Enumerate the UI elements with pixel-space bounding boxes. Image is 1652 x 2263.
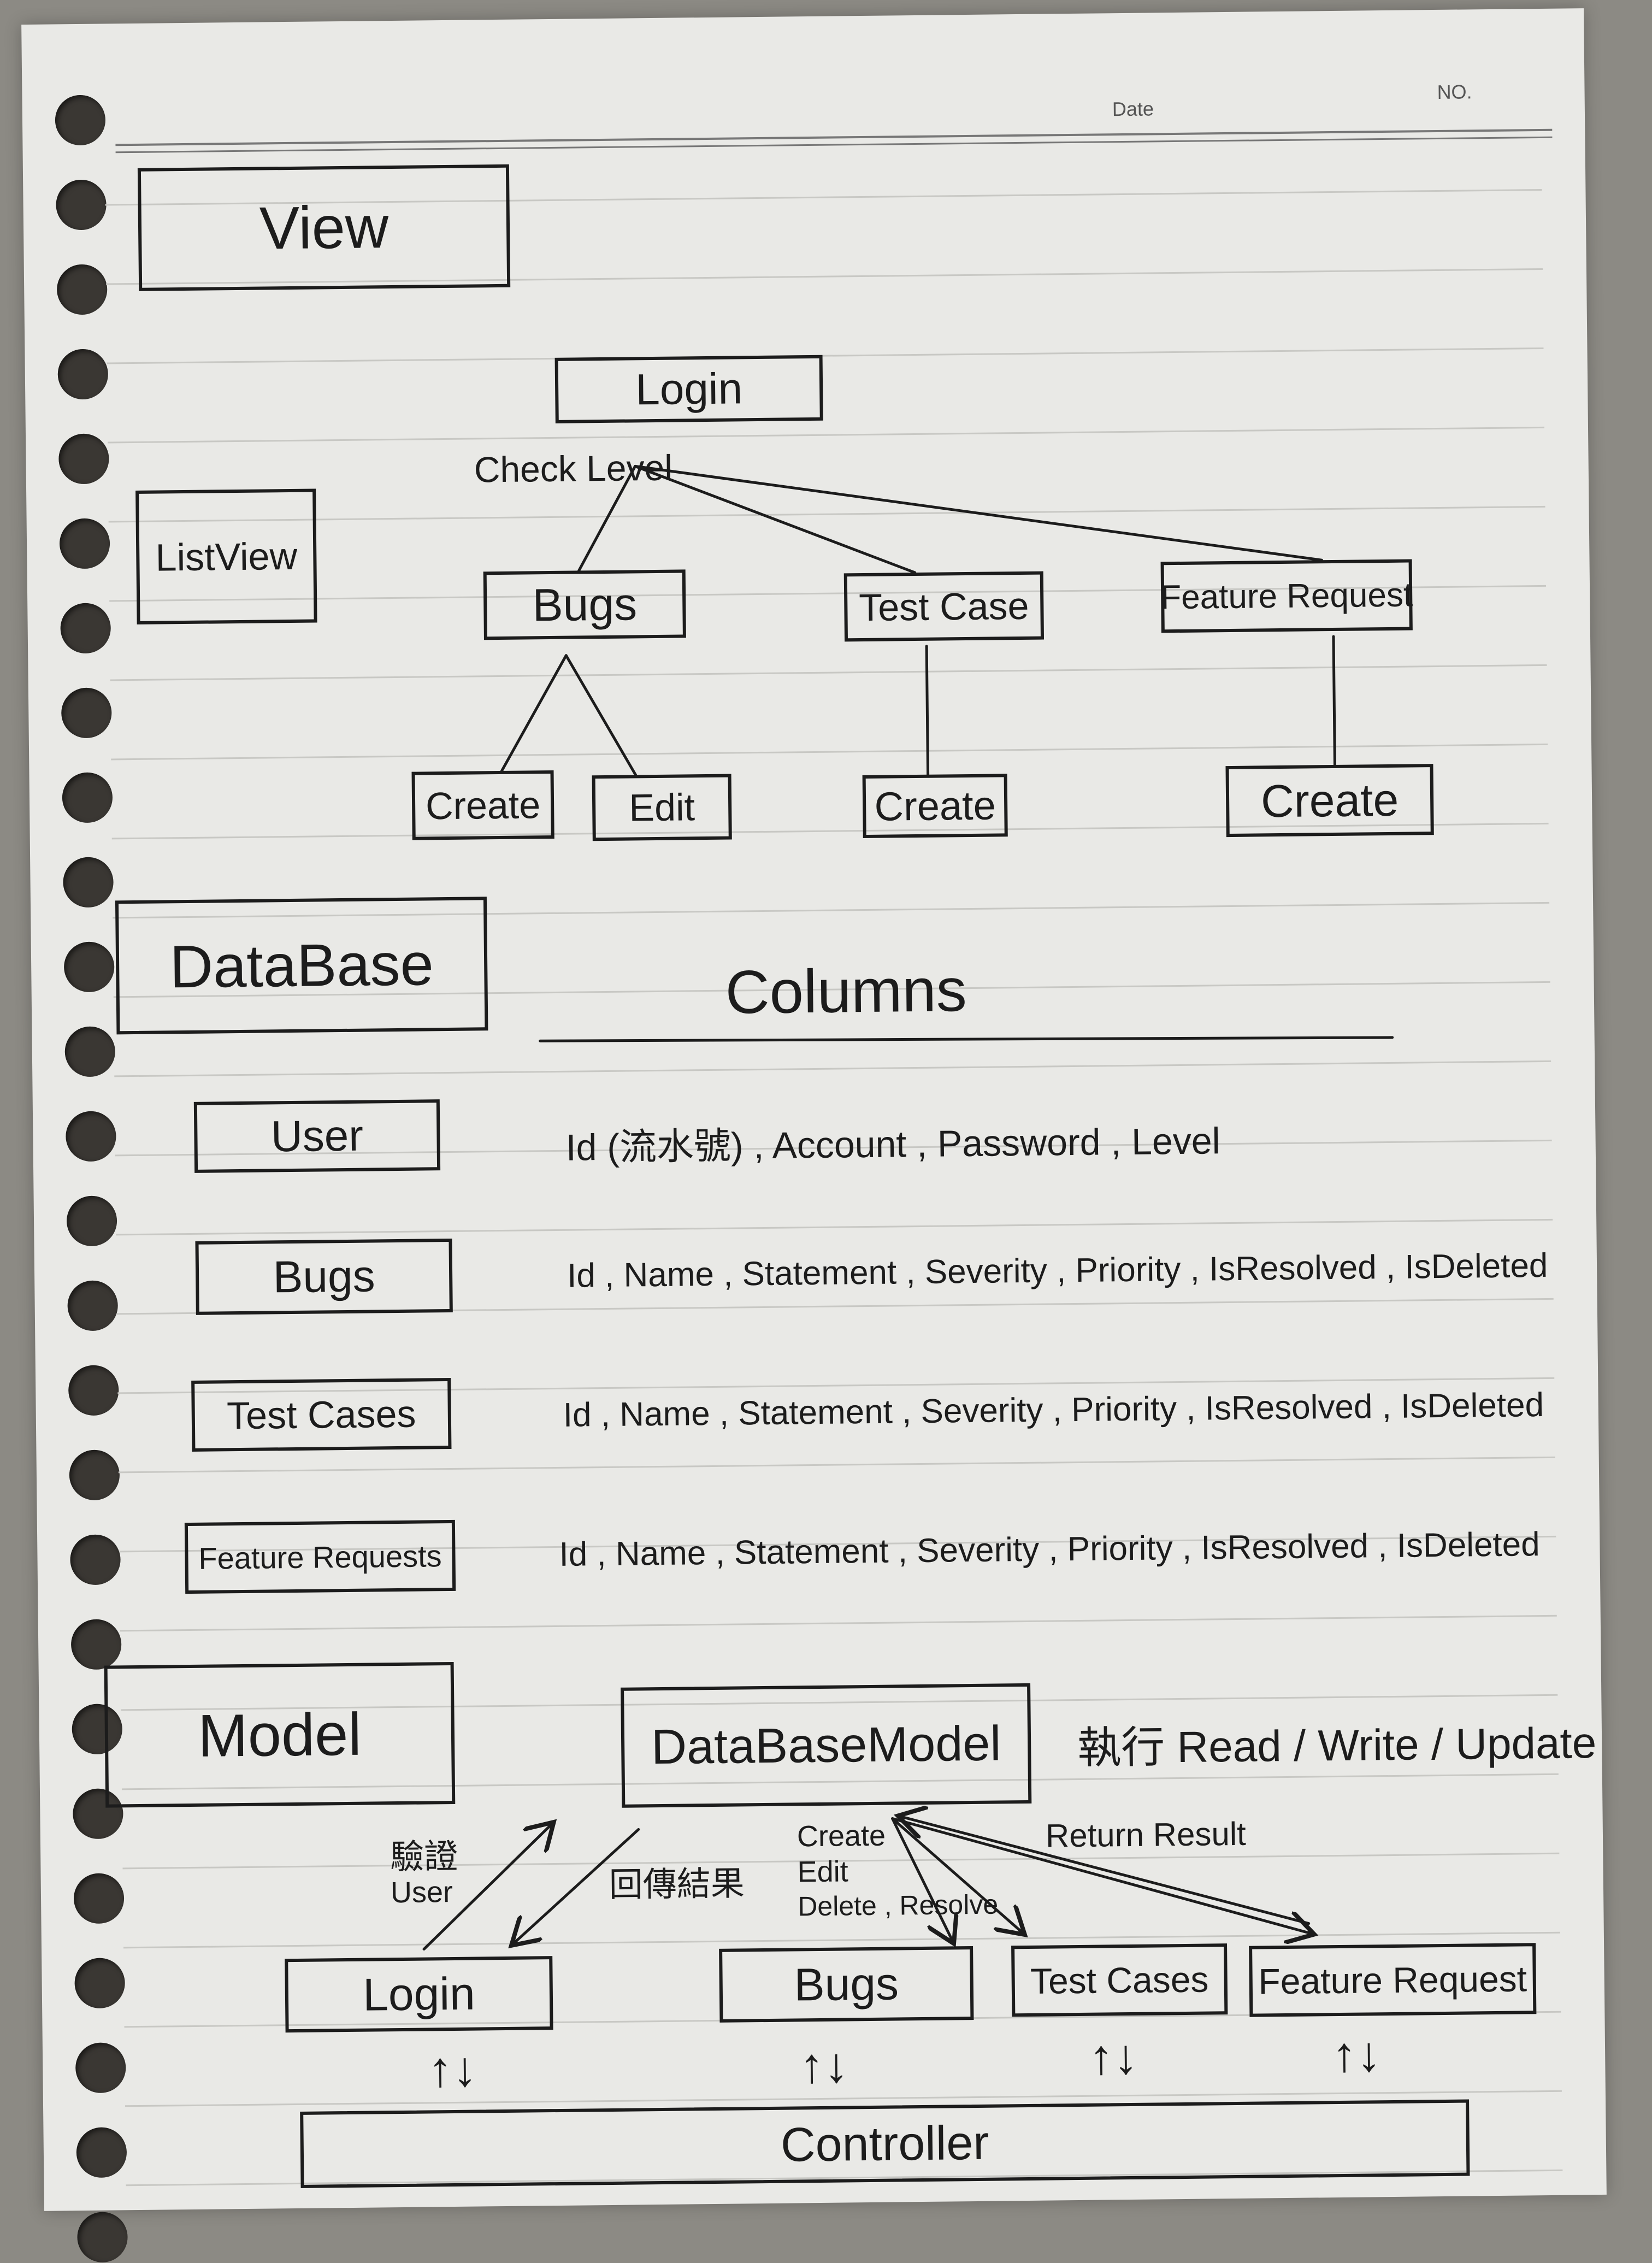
ops-create-label: Create	[796, 1819, 886, 1853]
table-user-columns: Id (流水號) , Account , Password , Level	[565, 1120, 1221, 1169]
table-testcases-name: Test Cases	[226, 1392, 416, 1437]
binder-hole	[77, 2212, 128, 2263]
table-user-name: User	[270, 1111, 364, 1161]
controller-box: Controller	[300, 2099, 1470, 2188]
model-featurerequest-label: Feature Request	[1258, 1958, 1527, 2002]
model-bugs-box: Bugs	[719, 1946, 974, 2023]
table-bugs-name: Bugs	[273, 1251, 376, 1302]
table-bugs-box: Bugs	[195, 1238, 453, 1315]
testcase-create-label: Create	[874, 782, 996, 829]
model-title: Model	[197, 1700, 362, 1770]
verify-user-label-line1: 驗證	[390, 1837, 458, 1877]
arrow-feature-to-dbmodel	[898, 1812, 1311, 1925]
return-result-zh-label: 回傳結果	[609, 1865, 745, 1905]
table-testcases-box: Test Cases	[191, 1377, 452, 1452]
view-title: View	[259, 193, 389, 262]
feature-controller-arrows: ↑↓	[1331, 2027, 1382, 2083]
view-section-box: View	[137, 164, 511, 291]
bugs-edit-label: Edit	[628, 786, 695, 829]
feature-request-node-label: Feature Request	[1160, 575, 1413, 616]
edge-checklevel-testcase	[634, 464, 917, 574]
feature-create-label: Create	[1260, 774, 1399, 827]
login-node: Login	[554, 355, 823, 423]
bugs-controller-arrows: ↑↓	[799, 2038, 849, 2094]
bugs-edit-node: Edit	[592, 774, 732, 841]
model-login-box: Login	[285, 1956, 553, 2033]
db-model-note: 執行 Read / Write / Update	[1077, 1718, 1597, 1773]
database-title: DataBase	[169, 930, 434, 1001]
bugs-node: Bugs	[483, 569, 686, 640]
ops-edit-label: Edit	[797, 1855, 848, 1889]
model-featurerequest-box: Feature Request	[1249, 1943, 1537, 2017]
table-user-box: User	[193, 1099, 441, 1173]
arrow-dbmodel-to-login	[510, 1828, 640, 1945]
list-view-box: ListView	[135, 488, 317, 624]
list-view-label: ListView	[155, 534, 298, 579]
edge-bugs-edit	[564, 654, 638, 776]
verify-user-label-line2: User	[390, 1876, 453, 1910]
database-model-label: DataBaseModel	[651, 1716, 1001, 1775]
columns-heading: Columns	[725, 956, 967, 1027]
feature-request-node: Feature Request	[1160, 559, 1413, 633]
diagram-connectors	[422, 464, 1394, 1951]
model-section-box: Model	[104, 1661, 456, 1808]
notebook-page: Date NO.	[21, 8, 1607, 2263]
table-featurerequests-box: Feature Requests	[184, 1519, 456, 1594]
bugs-create-node: Create	[411, 770, 554, 840]
check-level-label: Check Level	[474, 447, 673, 490]
database-model-box: DataBaseModel	[621, 1683, 1032, 1808]
login-controller-arrows: ↑↓	[427, 2042, 477, 2097]
ops-delete-resolve-label: Delete , Resolve	[797, 1889, 999, 1922]
arrow-login-to-dbmodel	[422, 1822, 555, 1951]
controller-label: Controller	[780, 2115, 990, 2172]
model-bugs-label: Bugs	[794, 1958, 899, 2011]
edge-testcase-create	[925, 645, 930, 776]
testcases-controller-arrows: ↑↓	[1088, 2029, 1138, 2085]
test-case-node: Test Case	[843, 571, 1045, 642]
table-featurerequests-name: Feature Requests	[198, 1538, 442, 1576]
columns-underline	[539, 1036, 1394, 1042]
bugs-node-label: Bugs	[532, 578, 638, 631]
testcase-create-node: Create	[862, 774, 1008, 839]
model-testcases-label: Test Cases	[1030, 1959, 1209, 2001]
arrow-dbmodel-to-feature	[891, 1817, 1314, 1939]
model-login-label: Login	[362, 1967, 476, 2020]
test-case-node-label: Test Case	[858, 584, 1029, 629]
database-section-box: DataBase	[115, 897, 488, 1035]
arrow-dbmodel-to-bugs	[891, 1817, 954, 1944]
model-testcases-box: Test Cases	[1011, 1943, 1228, 2017]
edge-checklevel-bugs	[577, 464, 637, 572]
bugs-create-label: Create	[425, 783, 541, 827]
feature-create-node: Create	[1225, 764, 1434, 838]
login-node-label: Login	[635, 364, 743, 414]
return-result-en-label: Return Result	[1045, 1815, 1247, 1854]
edge-bugs-create	[500, 654, 568, 773]
edge-feature-create	[1332, 635, 1336, 767]
edge-checklevel-feature	[634, 464, 1324, 562]
